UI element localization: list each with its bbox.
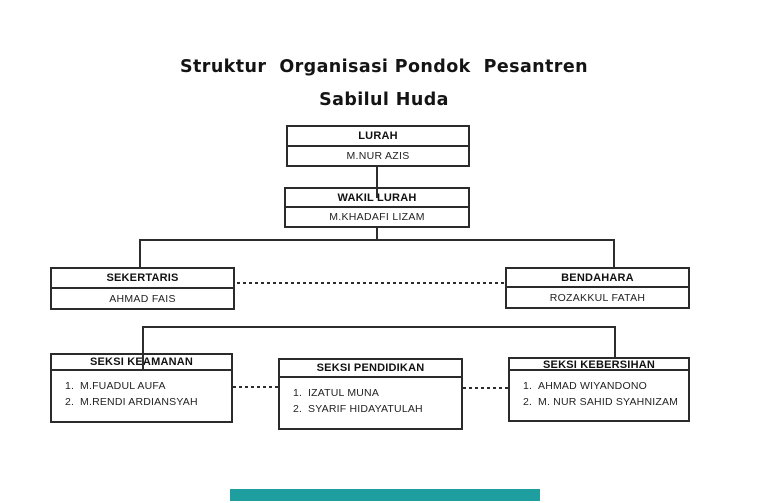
node-sekertaris-role: SEKERTARIS	[52, 269, 233, 289]
member-number: 1.	[523, 380, 533, 392]
connector-to-seksi-kebersihan	[614, 327, 616, 357]
connector-to-sekertaris	[139, 240, 141, 267]
node-seksi-pendidikan: SEKSI PENDIDIKAN 1. IZATUL MUNA 2. SYARI…	[278, 358, 463, 430]
member-number: 1.	[293, 387, 303, 399]
member-name: M.RENDI ARDIANSYAH	[80, 396, 198, 408]
member-item: 2. M.RENDI ARDIANSYAH	[65, 396, 227, 408]
node-lurah: LURAH M.NUR AZIS	[286, 125, 470, 167]
node-bendahara: BENDAHARA ROZAKKUL FATAH	[505, 267, 690, 309]
member-number: 2.	[523, 396, 533, 408]
member-name: AHMAD WIYANDONO	[538, 380, 647, 392]
node-wakil-lurah-name: M.KHADAFI LIZAM	[329, 211, 425, 223]
node-seksi-pendidikan-role: SEKSI PENDIDIKAN	[280, 360, 461, 378]
member-number: 2.	[65, 396, 75, 408]
node-seksi-pendidikan-members: 1. IZATUL MUNA 2. SYARIF HIDAYATULAH	[280, 378, 461, 415]
page-title-line1: Struktur Organisasi Pondok Pesantren	[180, 57, 588, 77]
connector-row3-horizontal	[142, 326, 616, 328]
node-sekertaris: SEKERTARIS AHMAD FAIS	[50, 267, 235, 310]
node-lurah-role: LURAH	[288, 127, 468, 147]
node-sekertaris-name: AHMAD FAIS	[109, 292, 176, 305]
member-item: 1. M.FUADUL AUFA	[65, 380, 227, 392]
member-number: 2.	[293, 403, 303, 415]
dashed-connector-sekertaris-bendahara	[237, 282, 505, 284]
member-name: IZATUL MUNA	[308, 387, 380, 399]
connector-to-seksi-keamanan	[142, 327, 144, 371]
page-title-line2: Sabilul Huda	[319, 90, 449, 110]
member-item: 2. SYARIF HIDAYATULAH	[293, 403, 457, 415]
node-bendahara-role: BENDAHARA	[507, 269, 688, 288]
member-name: SYARIF HIDAYATULAH	[308, 403, 423, 415]
node-bendahara-name: ROZAKKUL FATAH	[549, 291, 646, 304]
connector-wakil-down	[376, 228, 378, 241]
node-seksi-keamanan-members: 1. M.FUADUL AUFA 2. M.RENDI ARDIANSYAH	[52, 371, 231, 408]
member-name: M. NUR SAHID SYAHNIZAM	[538, 396, 679, 408]
dashed-connector-keamanan-pendidikan	[233, 386, 278, 388]
member-item: 1. IZATUL MUNA	[293, 387, 457, 399]
connector-row2-horizontal	[139, 239, 615, 241]
member-item: 2. M. NUR SAHID SYAHNIZAM	[523, 396, 684, 408]
connector-to-bendahara	[613, 240, 615, 267]
node-seksi-keamanan-role: SEKSI KEAMANAN	[52, 355, 231, 371]
teal-accent-bar	[230, 489, 540, 501]
node-seksi-kebersihan: SEKSI KEBERSIHAN 1. AHMAD WIYANDONO 2. M…	[508, 357, 690, 422]
member-item: 1. AHMAD WIYANDONO	[523, 380, 684, 392]
node-lurah-name: M.NUR AZIS	[346, 150, 410, 162]
member-number: 1.	[65, 380, 75, 392]
dashed-connector-pendidikan-kebersihan	[463, 387, 508, 389]
node-seksi-keamanan: SEKSI KEAMANAN 1. M.FUADUL AUFA 2. M.REN…	[50, 353, 233, 423]
member-name: M.FUADUL AUFA	[80, 380, 166, 392]
connector-lurah-wakil	[376, 167, 378, 198]
node-seksi-kebersihan-members: 1. AHMAD WIYANDONO 2. M. NUR SAHID SYAHN…	[510, 371, 688, 408]
node-seksi-kebersihan-role: SEKSI KEBERSIHAN	[510, 359, 688, 371]
